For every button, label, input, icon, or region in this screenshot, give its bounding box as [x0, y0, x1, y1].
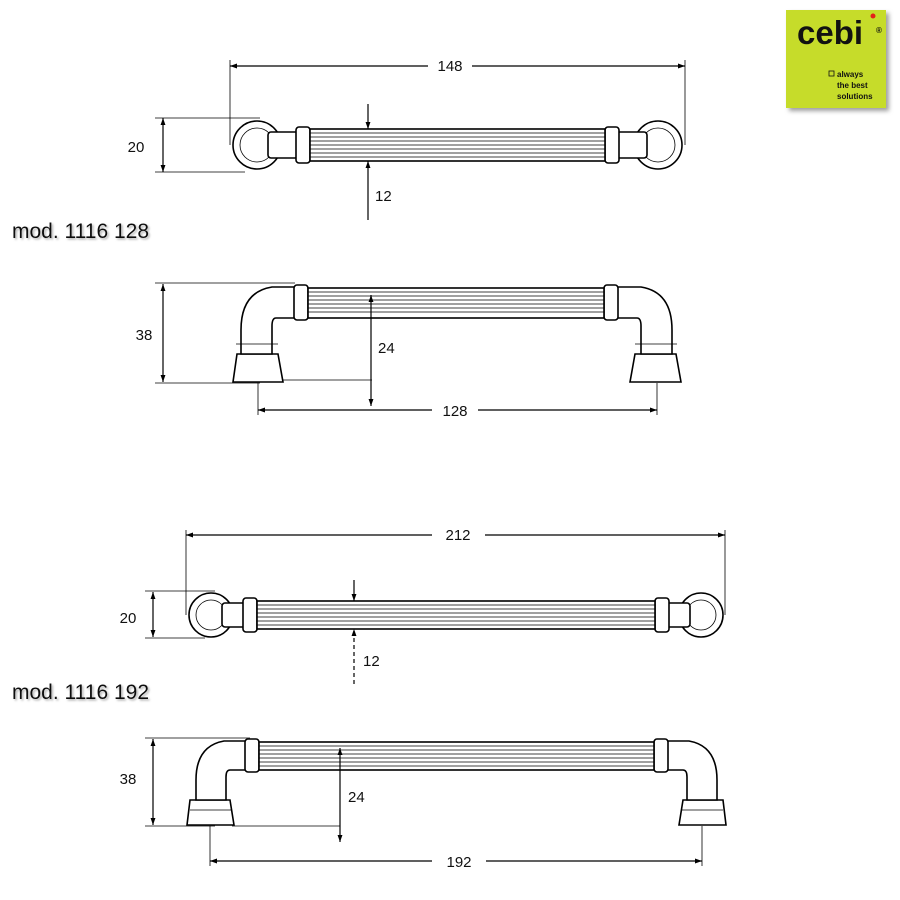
logo-tagline-2: the best [837, 81, 868, 90]
model-192-side-view: 38 24 192 [120, 737, 727, 871]
model-128-label: mod. 1116 128 [12, 220, 149, 243]
logo-tagline-1: always [837, 70, 864, 79]
model-192-top-view: 212 20 12 [120, 527, 726, 684]
dim-128-height: 38 [136, 327, 153, 344]
dim-192-end-height: 20 [120, 610, 137, 627]
model-128-side-view: 38 24 128 [136, 282, 682, 420]
logo-dot [870, 13, 876, 19]
model-192-label: mod. 1116 192 [12, 681, 149, 704]
dim-192-height: 38 [120, 771, 137, 788]
dim-128-bar-diameter: 12 [375, 188, 392, 205]
cebi-logo: cebi ® always the best solutions [786, 10, 886, 108]
dim-192-bar-offset: 24 [348, 789, 365, 806]
dim-128-bar-offset: 24 [378, 340, 395, 357]
dim-192-overall-length: 212 [445, 527, 470, 544]
dim-128-end-height: 20 [128, 139, 145, 156]
dim-128-center-distance: 128 [442, 403, 467, 420]
logo-bullet [828, 70, 835, 77]
logo-background [786, 10, 886, 108]
dim-192-center-distance: 192 [446, 854, 471, 871]
dim-128-overall-length: 148 [437, 58, 462, 75]
model-128-top-view: 148 20 12 [128, 58, 686, 220]
dim-192-bar-diameter: 12 [363, 653, 380, 670]
logo-registered: ® [876, 26, 882, 35]
logo-tagline-3: solutions [837, 92, 873, 101]
logo-brand: cebi [797, 14, 863, 51]
